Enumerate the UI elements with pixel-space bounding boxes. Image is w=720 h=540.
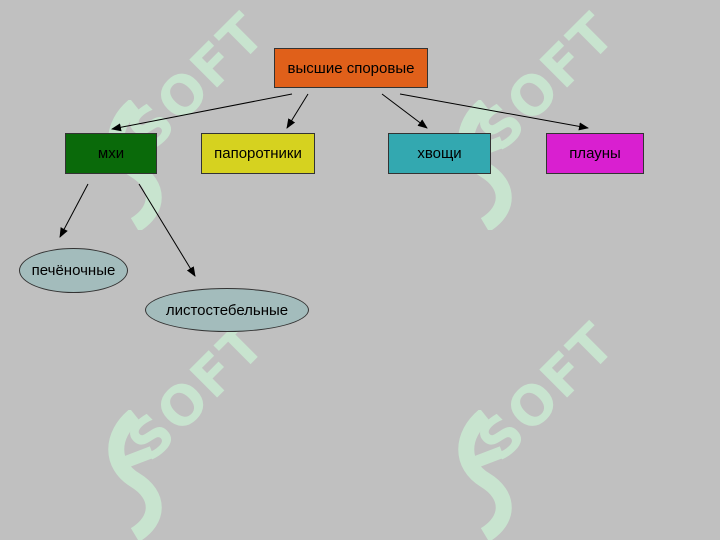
subgroup-node-liverworts: печёночные [19, 248, 128, 293]
group-node-label: хвощи [417, 145, 462, 162]
subgroup-node-label: листостебельные [165, 301, 289, 319]
group-node-mosses: мхи [65, 133, 157, 174]
soft-logo-icon [108, 410, 162, 540]
arrow-root-to-horsetails [381, 93, 428, 129]
root-node: высшие споровые [274, 48, 428, 88]
arrow-root-to-clubmosses [399, 93, 589, 131]
group-node-label: папоротники [214, 145, 302, 162]
group-node-ferns: папоротники [201, 133, 315, 174]
group-node-horsetails: хвощи [388, 133, 491, 174]
arrow-mosses-to-liverworts [59, 183, 89, 238]
arrow-root-to-ferns [286, 93, 309, 129]
root-node-label: высшие споровые [287, 59, 415, 77]
subgroup-node-label: печёночные [31, 262, 116, 279]
group-node-label: плауны [569, 145, 621, 162]
arrow-mosses-to-leafy-mosses [138, 183, 196, 277]
group-node-label: мхи [97, 145, 125, 162]
arrow-root-to-mosses [111, 93, 293, 132]
group-node-clubmosses: плауны [546, 133, 644, 174]
soft-logo-icon [458, 410, 512, 540]
subgroup-node-leafy-mosses: листостебельные [145, 288, 309, 332]
